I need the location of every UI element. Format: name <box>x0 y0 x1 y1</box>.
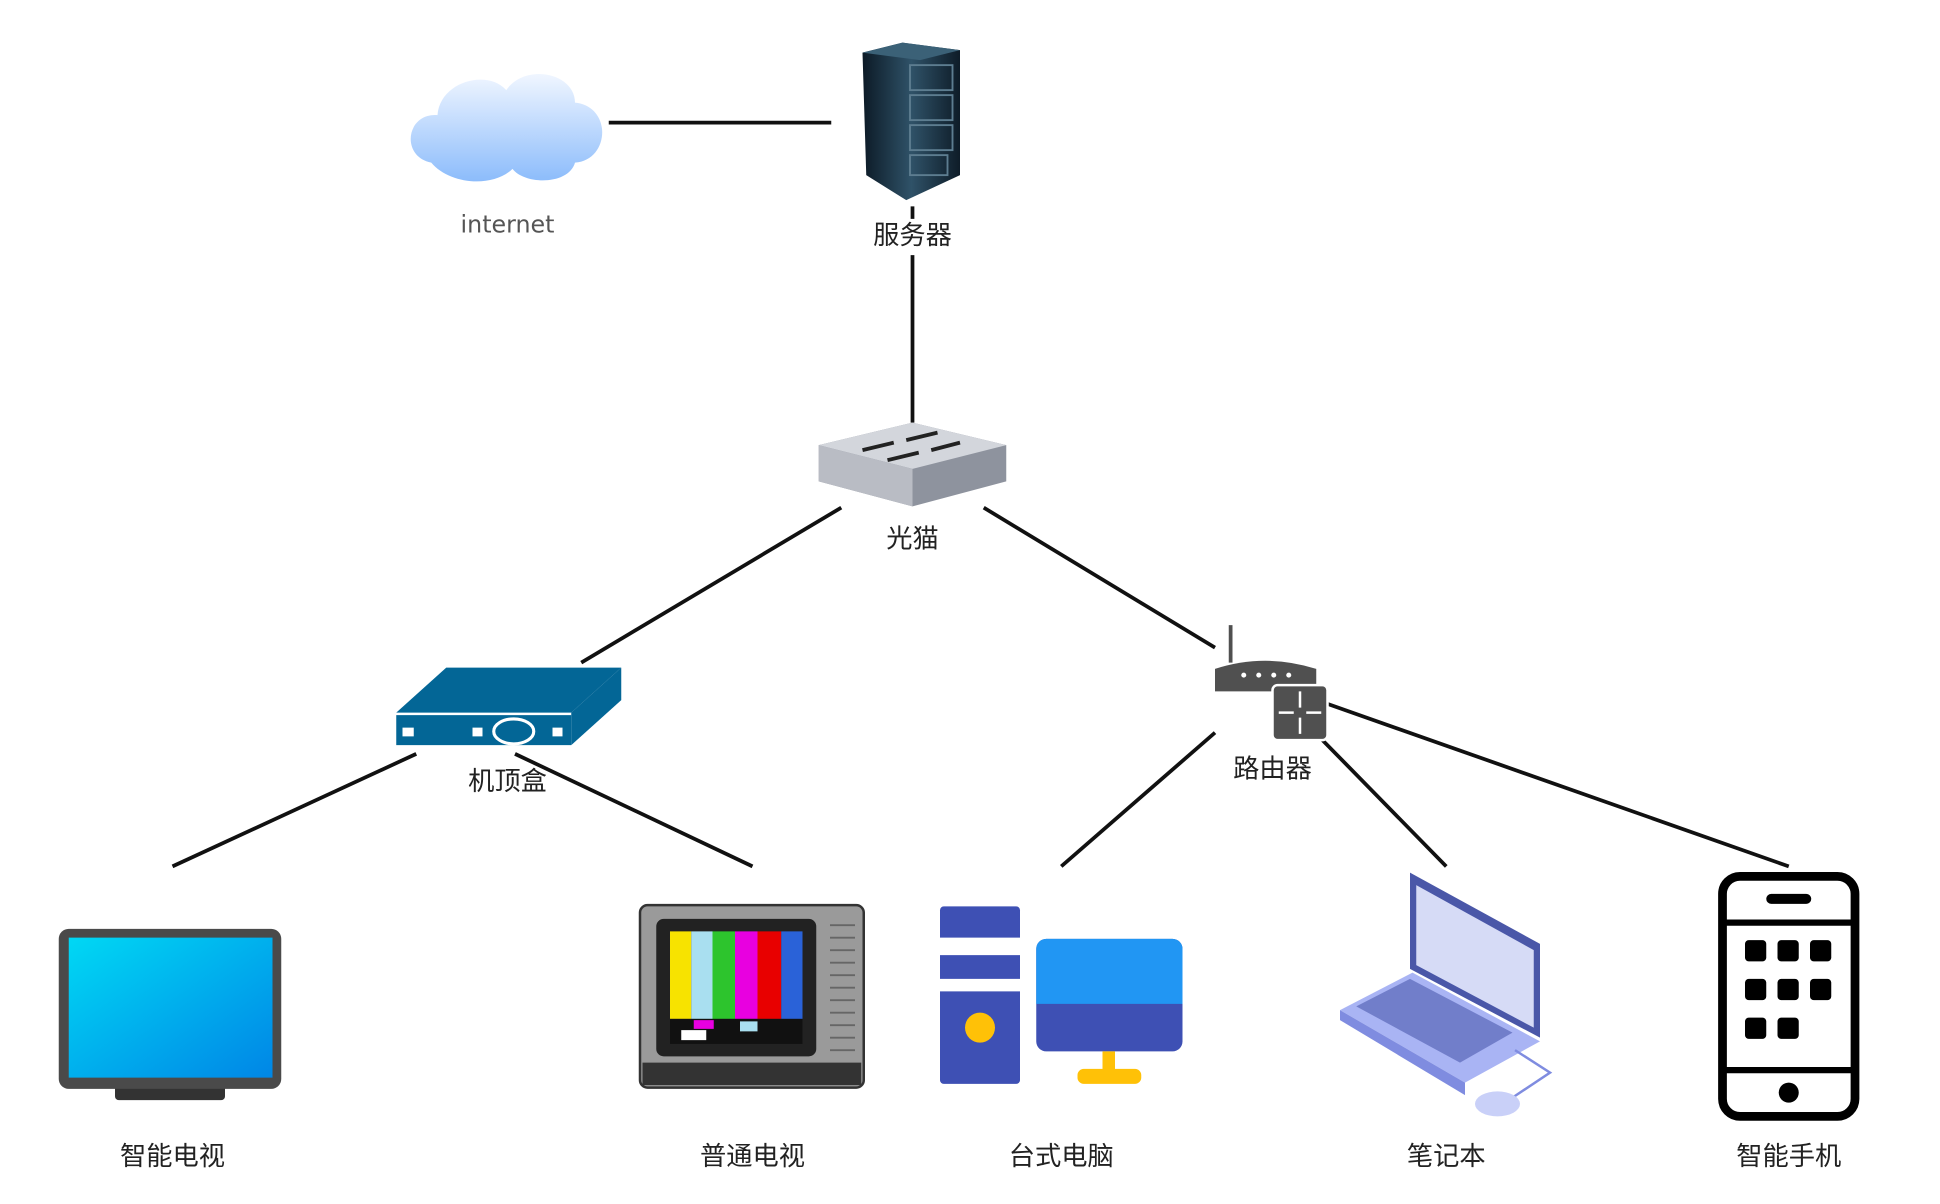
edge-modem-router <box>982 506 1216 650</box>
laptop-label: 笔记本 <box>1407 1142 1486 1172</box>
phone-label: 智能手机 <box>1736 1142 1841 1172</box>
server-label: 服务器 <box>873 221 952 251</box>
crt-tv-icon[interactable] <box>638 903 865 1089</box>
desktop-computer-icon[interactable] <box>940 906 1183 1084</box>
edge-router-laptop <box>1321 738 1448 868</box>
router-icon[interactable] <box>1215 625 1329 742</box>
smart-tv-icon[interactable] <box>58 928 282 1101</box>
smarttv-label: 智能电视 <box>120 1142 225 1172</box>
connections <box>171 120 1790 869</box>
edge-settop-tv <box>514 752 754 869</box>
settop-label: 机顶盒 <box>468 767 547 797</box>
edge-settop-smarttv <box>171 752 418 869</box>
edge-router-phone <box>1326 702 1790 869</box>
server-rack-icon[interactable] <box>862 42 961 201</box>
edge-router-desktop <box>1060 731 1217 868</box>
laptop-icon[interactable] <box>1340 872 1553 1117</box>
tv-label: 普通电视 <box>700 1142 805 1172</box>
switch-icon[interactable] <box>818 422 1007 507</box>
cloud-icon[interactable] <box>410 74 603 182</box>
modem-label: 光猫 <box>886 525 939 555</box>
router-label: 路由器 <box>1233 755 1312 785</box>
desktop-label: 台式电脑 <box>1009 1142 1114 1172</box>
edge-modem-settop <box>580 506 843 665</box>
internet-label: internet <box>461 211 555 239</box>
set-top-box-icon[interactable] <box>396 667 622 746</box>
smartphone-icon[interactable] <box>1718 872 1860 1121</box>
